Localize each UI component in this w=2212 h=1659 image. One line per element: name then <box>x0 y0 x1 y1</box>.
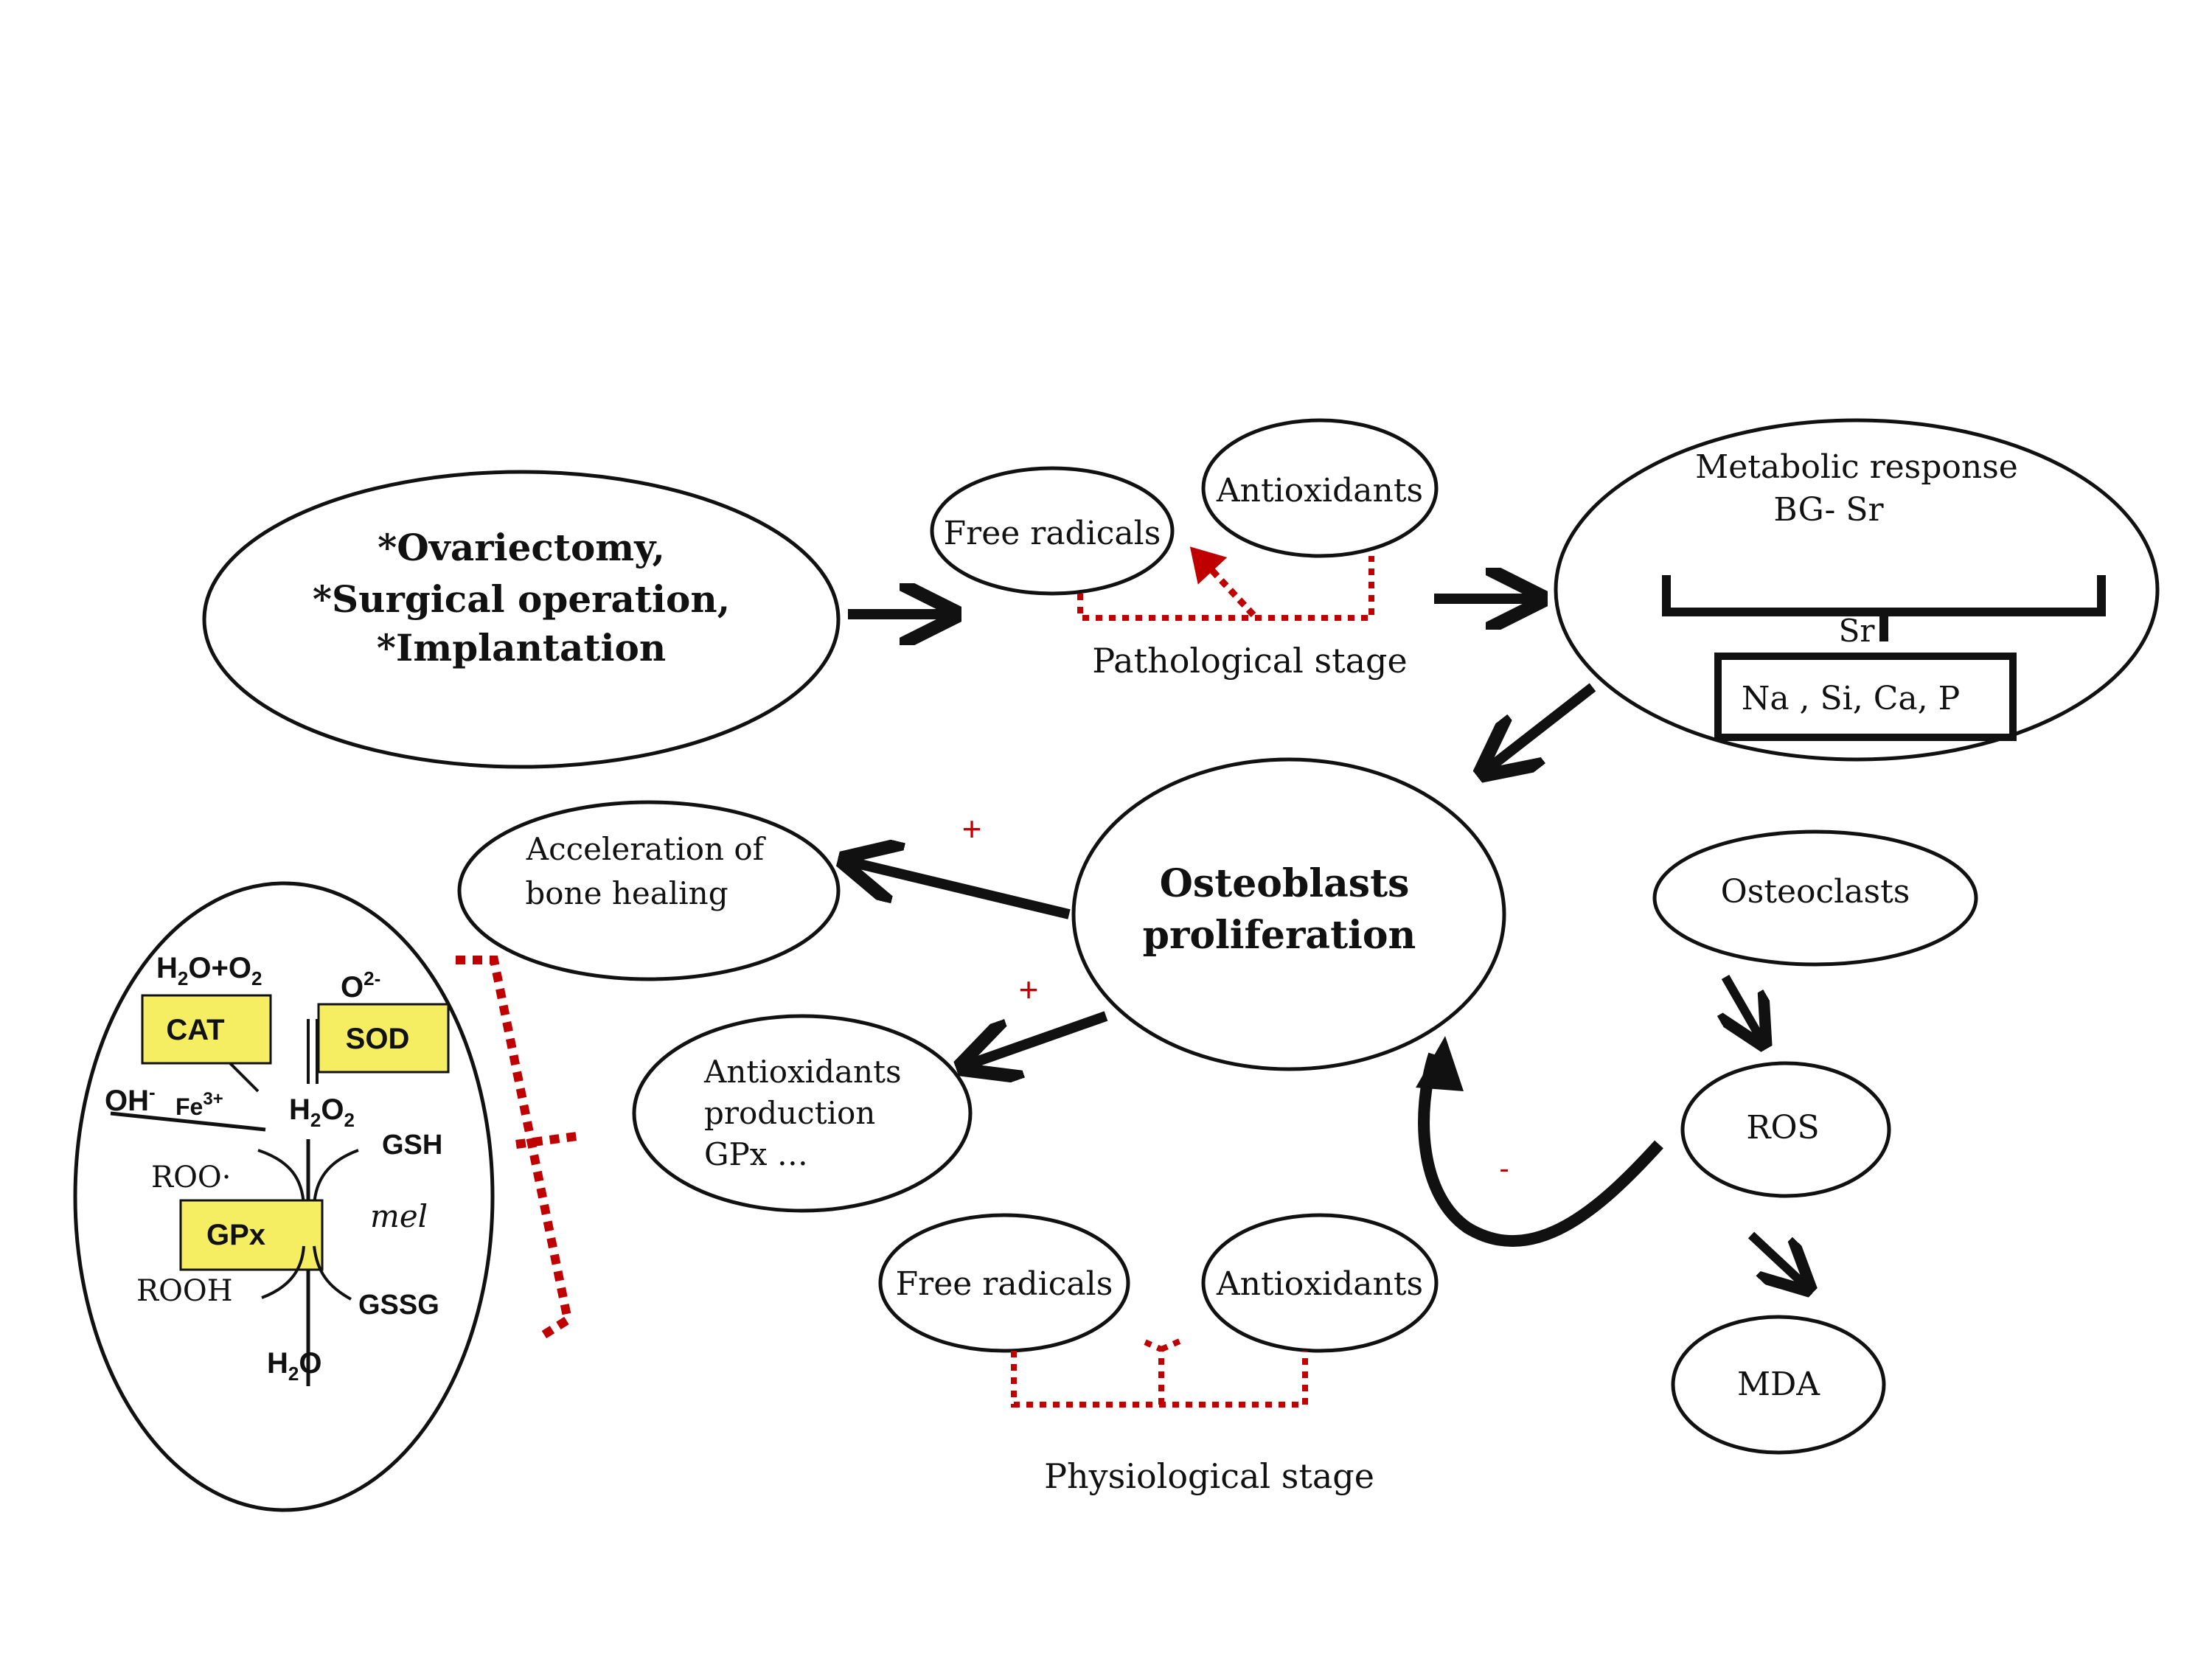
causes-line-2: *Surgical operation, <box>313 577 730 621</box>
arrow-osteoclasts-to-ros <box>1725 975 1762 1041</box>
gpx-curve-top-left <box>257 1149 305 1206</box>
phys-dotted-connector <box>1011 1338 1308 1408</box>
cat-box <box>141 994 272 1065</box>
o2-minus-label: O2- <box>341 967 380 1004</box>
path-free-radicals-label: Free radicals <box>944 515 1161 552</box>
pathological-stage: Free radicals Antioxidants Pathological … <box>930 418 1439 681</box>
causes-node: *Ovariectomy, *Surgical operation, *Impl… <box>202 470 841 769</box>
cat-stem <box>229 1062 260 1093</box>
ions-label: Na , Si, Ca, P <box>1742 680 1960 717</box>
path-antioxidants-label: Antioxidants <box>1216 472 1423 509</box>
ros-label: ROS <box>1746 1109 1819 1147</box>
arrow-osteoblasts-to-acceleration <box>848 861 1071 919</box>
phys-free-radicals-label: Free radicals <box>896 1265 1113 1303</box>
h2o-label: H2O <box>267 1347 321 1385</box>
gpx-curve-bottom-right <box>313 1245 352 1301</box>
causes-line-3: *Implantation <box>377 626 666 669</box>
plus-sign-1: + <box>962 810 982 848</box>
plus-sign-2: + <box>1019 970 1039 1009</box>
roo-label: ROO· <box>151 1161 231 1194</box>
mda-node: MDA <box>1671 1315 1886 1455</box>
path-free-radicals-node <box>930 466 1175 596</box>
antiox-production-line-1: Antioxidants <box>703 1054 902 1090</box>
metabolic-node: Metabolic response BG- Sr Sr Na , Si, Ca… <box>1554 418 2160 762</box>
osteoclasts-label: Osteoclasts <box>1721 873 1910 911</box>
osteoclasts-node: Osteoclasts <box>1652 830 1978 967</box>
gpx-curve-top-right <box>313 1149 359 1206</box>
fe-label: Fe3+ <box>175 1089 223 1120</box>
path-dotted-connector <box>1077 556 1374 621</box>
rooh-label: ROOH <box>136 1274 233 1308</box>
arrow-metabolic-to-osteoblasts <box>1486 683 1596 771</box>
causes-line-1: *Ovariectomy, <box>378 526 665 569</box>
phys-antioxidants-node <box>1201 1213 1439 1353</box>
arrow-ros-to-osteoblasts <box>1418 1052 1663 1247</box>
cat-label: CAT <box>166 1014 224 1046</box>
gpx-label: GPx <box>206 1219 265 1251</box>
gpx-curve-bottom-left <box>261 1245 305 1299</box>
physiological-stage: Free radicals Antioxidants Physiological… <box>878 1213 1439 1496</box>
acceleration-line-2: bone healing <box>525 875 728 911</box>
metabolic-brace <box>1662 575 2106 641</box>
arrow-ros-to-osteoblasts-head <box>1416 1036 1464 1091</box>
antiox-production-node: Antioxidants production GPx … <box>632 1014 973 1213</box>
antiox-production-line-2: production <box>704 1095 875 1131</box>
antiox-production-line-3: GPx … <box>704 1136 808 1172</box>
red-dotted-bracket <box>456 956 583 1343</box>
ros-node: ROS <box>1680 1061 1891 1198</box>
mda-label: MDA <box>1737 1366 1820 1403</box>
osteoblasts-line-1: Osteoblasts <box>1160 861 1410 906</box>
metabolic-line-2: BG- Sr <box>1773 491 1884 529</box>
h2o-o2-label: H2O+O2 <box>156 952 262 990</box>
gpx-box <box>179 1199 324 1271</box>
h2o2-label: H2O2 <box>289 1093 355 1131</box>
fenton-line <box>110 1111 266 1132</box>
sod-label: SOD <box>346 1023 410 1055</box>
sod-box <box>317 1003 450 1074</box>
acceleration-line-1: Acceleration of <box>526 831 767 867</box>
metabolic-sr: Sr <box>1839 613 1876 649</box>
osteoblasts-node: Osteoblasts proliferation <box>1071 757 1506 1071</box>
phys-antioxidants-label: Antioxidants <box>1216 1265 1423 1303</box>
gsh-label: GSH <box>382 1130 442 1161</box>
osteoblasts-line-2: proliferation <box>1143 913 1416 958</box>
metabolic-line-1: Metabolic response <box>1695 448 2018 486</box>
acceleration-node: Acceleration of bone healing <box>457 800 841 981</box>
arrow-osteoblasts-to-antiox-production <box>966 1011 1108 1065</box>
ions-box <box>1714 653 2017 741</box>
path-stage-label: Pathological stage <box>1092 641 1407 681</box>
arrow-ros-to-mda <box>1747 1231 1806 1287</box>
oh-label: OH- <box>105 1081 156 1117</box>
gssg-label: GSSG <box>358 1290 439 1321</box>
minus-sign: - <box>1499 1152 1509 1185</box>
path-dotted-arrow <box>1189 546 1256 618</box>
mel-label: mel <box>370 1198 428 1234</box>
path-antioxidants-node <box>1201 418 1439 558</box>
phys-free-radicals-node <box>878 1213 1130 1353</box>
phys-stage-label: Physiological stage <box>1044 1456 1374 1496</box>
enzyme-panel: H2O+O2 CAT O2- SOD OH- Fe3+ H2O2 GSH ROO… <box>73 881 495 1512</box>
